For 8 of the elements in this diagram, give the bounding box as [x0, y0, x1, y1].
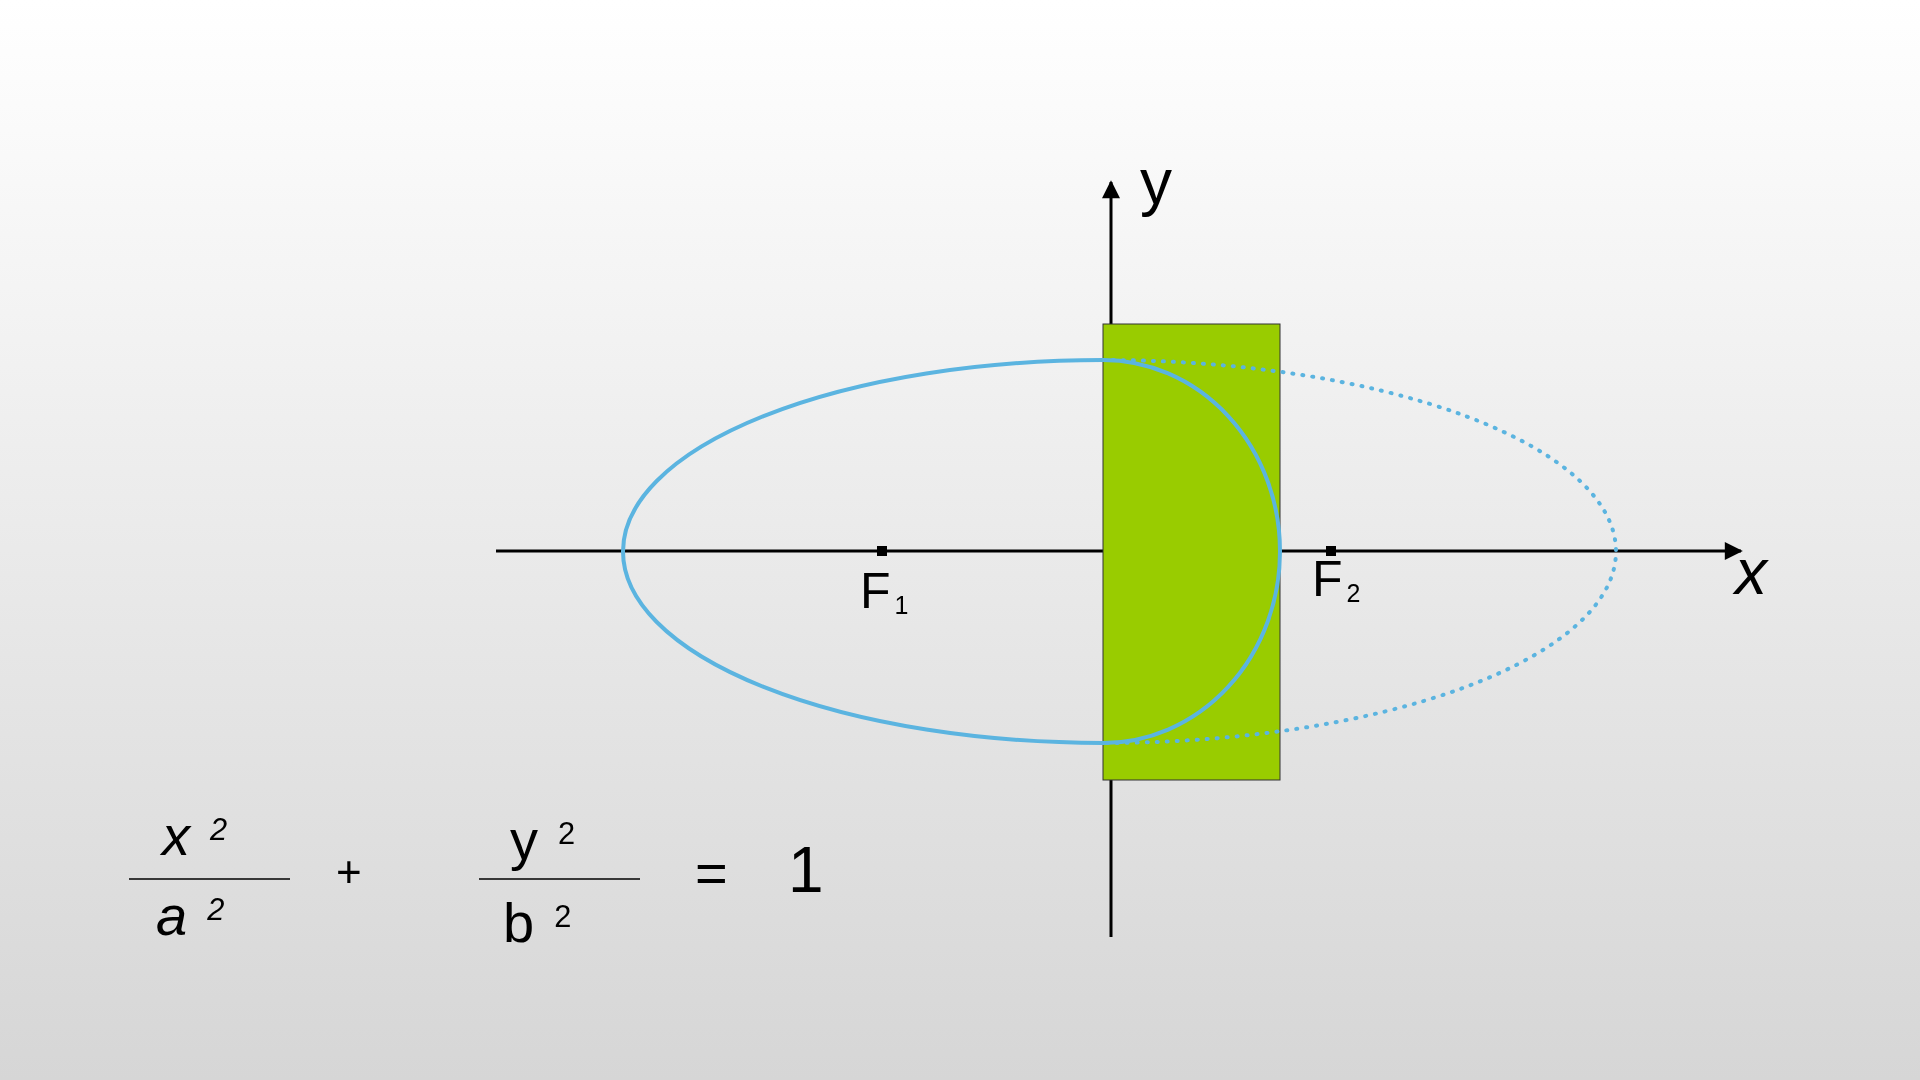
- formula-operator: =: [695, 845, 728, 901]
- formula-operator: +: [336, 850, 362, 894]
- formula-term: x$^{2}$: [162, 808, 228, 864]
- formula-term: b$^{2}$: [503, 895, 572, 951]
- focus-label: F$_{1}$: [860, 566, 909, 616]
- formula-term: a$^{2}$: [156, 888, 225, 944]
- focus-label: F$_{2}$: [1312, 554, 1361, 604]
- formula-term: 1: [788, 838, 824, 902]
